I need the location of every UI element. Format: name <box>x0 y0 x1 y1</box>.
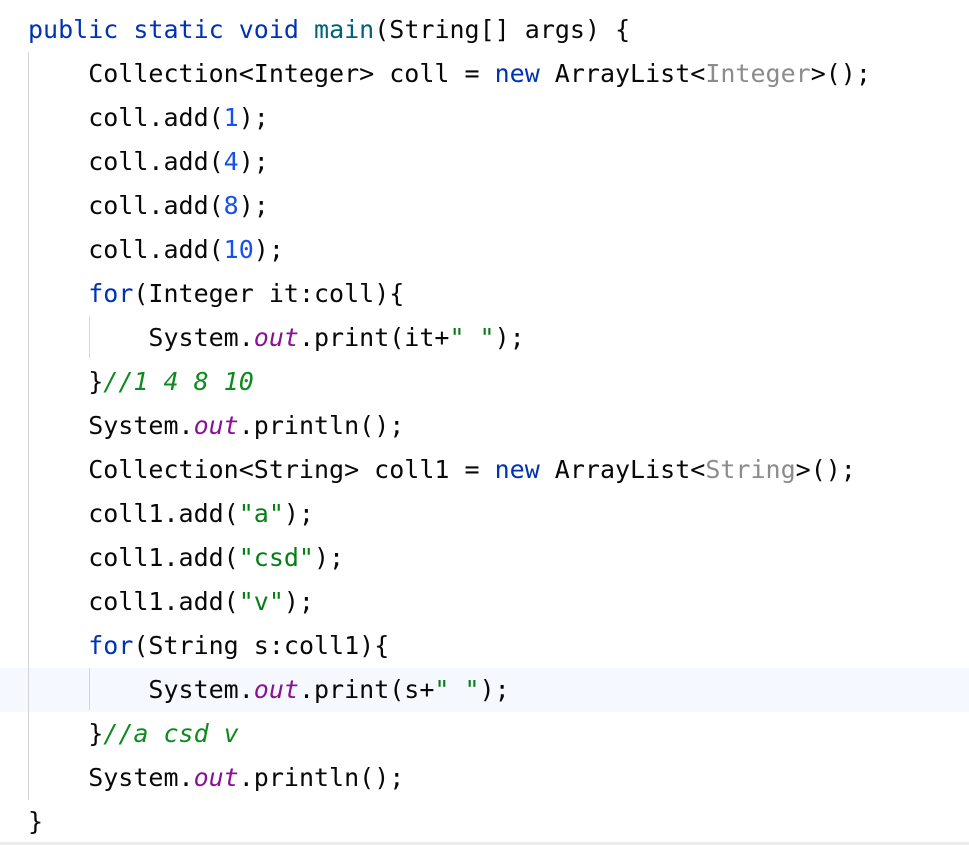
code-token: "csd" <box>238 543 314 572</box>
code-token: 1 <box>223 103 239 132</box>
code-token <box>299 15 314 44</box>
code-token: //a csd v <box>103 719 239 748</box>
code-token: ArrayList< <box>539 59 706 88</box>
code-line[interactable]: System.out.print(it+" "); <box>0 316 969 360</box>
code-line[interactable]: Collection<Integer> coll = new ArrayList… <box>0 52 969 96</box>
code-token: static <box>133 15 224 44</box>
code-line[interactable]: coll1.add("a"); <box>0 492 969 536</box>
code-token: Integer <box>705 59 811 88</box>
code-token: Collection<Integer> coll = <box>28 59 495 88</box>
code-line[interactable]: System.out.println(); <box>0 404 969 448</box>
code-token: out <box>193 763 239 792</box>
code-line[interactable]: public static void main(String[] args) { <box>0 8 969 52</box>
code-line[interactable]: System.out.println(); <box>0 756 969 800</box>
code-token: void <box>238 15 299 44</box>
code-line[interactable]: Collection<String> coll1 = new ArrayList… <box>0 448 969 492</box>
code-token: .print(s+ <box>298 675 435 704</box>
code-token: main <box>314 15 375 44</box>
code-token: coll1.add( <box>28 543 239 572</box>
code-token: coll.add( <box>28 191 224 220</box>
code-token: } <box>28 807 44 836</box>
code-token: System. <box>28 675 254 704</box>
code-token: public <box>28 15 119 44</box>
code-token: Collection<String> coll1 = <box>28 455 495 484</box>
code-token: new <box>494 59 540 88</box>
code-line[interactable]: } <box>0 800 969 844</box>
code-token: } <box>28 719 104 748</box>
editor-bottom-border <box>0 842 969 845</box>
code-token: ); <box>283 499 314 528</box>
code-token: ); <box>283 587 314 616</box>
code-token: ); <box>494 323 525 352</box>
code-token: ); <box>253 235 284 264</box>
code-token: coll.add( <box>28 147 224 176</box>
code-token: new <box>494 455 540 484</box>
code-token: (Integer it:coll){ <box>133 279 405 308</box>
code-token: for <box>88 279 134 308</box>
code-token: for <box>88 631 134 660</box>
code-line[interactable]: coll.add(4); <box>0 140 969 184</box>
code-line[interactable]: coll.add(1); <box>0 96 969 140</box>
code-token: >(); <box>810 59 871 88</box>
code-token: >(); <box>795 455 856 484</box>
code-token: 4 <box>223 147 239 176</box>
code-token: "a" <box>238 499 284 528</box>
code-token: ); <box>479 675 510 704</box>
code-token <box>118 15 133 44</box>
code-line[interactable]: }//1 4 8 10 <box>0 360 969 404</box>
code-token: coll.add( <box>28 103 224 132</box>
code-token: " " <box>449 323 495 352</box>
code-line[interactable]: for(String s:coll1){ <box>0 624 969 668</box>
code-token: ArrayList< <box>539 455 706 484</box>
code-token: .println(); <box>238 763 405 792</box>
code-token <box>28 279 88 308</box>
code-token: System. <box>28 763 194 792</box>
code-token: ); <box>238 191 269 220</box>
indent-guide-for-1 <box>89 316 90 358</box>
code-token: String <box>705 455 796 484</box>
code-line[interactable]: for(Integer it:coll){ <box>0 272 969 316</box>
code-token: ); <box>238 147 269 176</box>
code-token: out <box>193 411 239 440</box>
code-token: "v" <box>238 587 284 616</box>
code-token <box>28 631 88 660</box>
code-token: System. <box>28 411 194 440</box>
code-token: } <box>28 367 104 396</box>
code-token: 8 <box>223 191 239 220</box>
code-token: coll1.add( <box>28 499 239 528</box>
code-token: (String s:coll1){ <box>133 631 390 660</box>
code-token: //1 4 8 10 <box>103 367 254 396</box>
code-token: (String[] args) { <box>374 15 631 44</box>
code-line[interactable]: coll.add(8); <box>0 184 969 228</box>
code-token: ); <box>313 543 345 572</box>
code-token: .println(); <box>238 411 405 440</box>
code-line[interactable]: System.out.print(s+" "); <box>0 668 969 712</box>
code-token: System. <box>28 323 254 352</box>
code-line[interactable]: coll.add(10); <box>0 228 969 272</box>
code-token: coll.add( <box>28 235 224 264</box>
indent-guide-main <box>28 52 29 800</box>
code-token: out <box>253 675 299 704</box>
code-token <box>224 15 239 44</box>
code-token: coll1.add( <box>28 587 239 616</box>
code-token: ); <box>238 103 269 132</box>
code-token: out <box>253 323 299 352</box>
code-token: 10 <box>223 235 254 264</box>
indent-guide-for-2 <box>89 668 90 710</box>
code-token: .print(it+ <box>298 323 450 352</box>
code-line[interactable]: coll1.add("v"); <box>0 580 969 624</box>
code-line[interactable]: }//a csd v <box>0 712 969 756</box>
code-token: " " <box>434 675 480 704</box>
code-line[interactable]: coll1.add("csd"); <box>0 536 969 580</box>
